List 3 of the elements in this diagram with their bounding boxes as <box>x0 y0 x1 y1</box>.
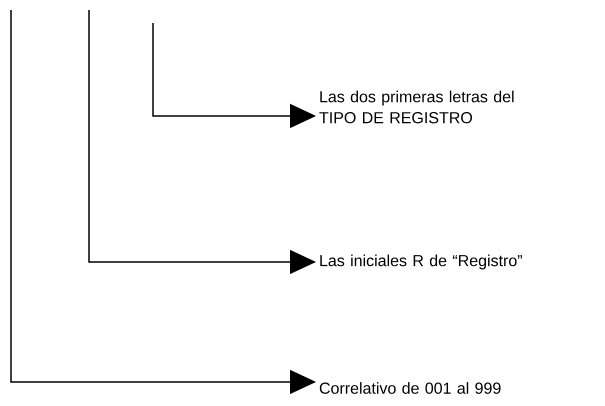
description-text: Correlativo de 001 al 999 <box>320 382 501 394</box>
description-text: Las iniciales R de “Registro” <box>320 254 522 270</box>
description-text: Las dos primeras letras del TIPO DE REGISTRO <box>319 90 514 124</box>
